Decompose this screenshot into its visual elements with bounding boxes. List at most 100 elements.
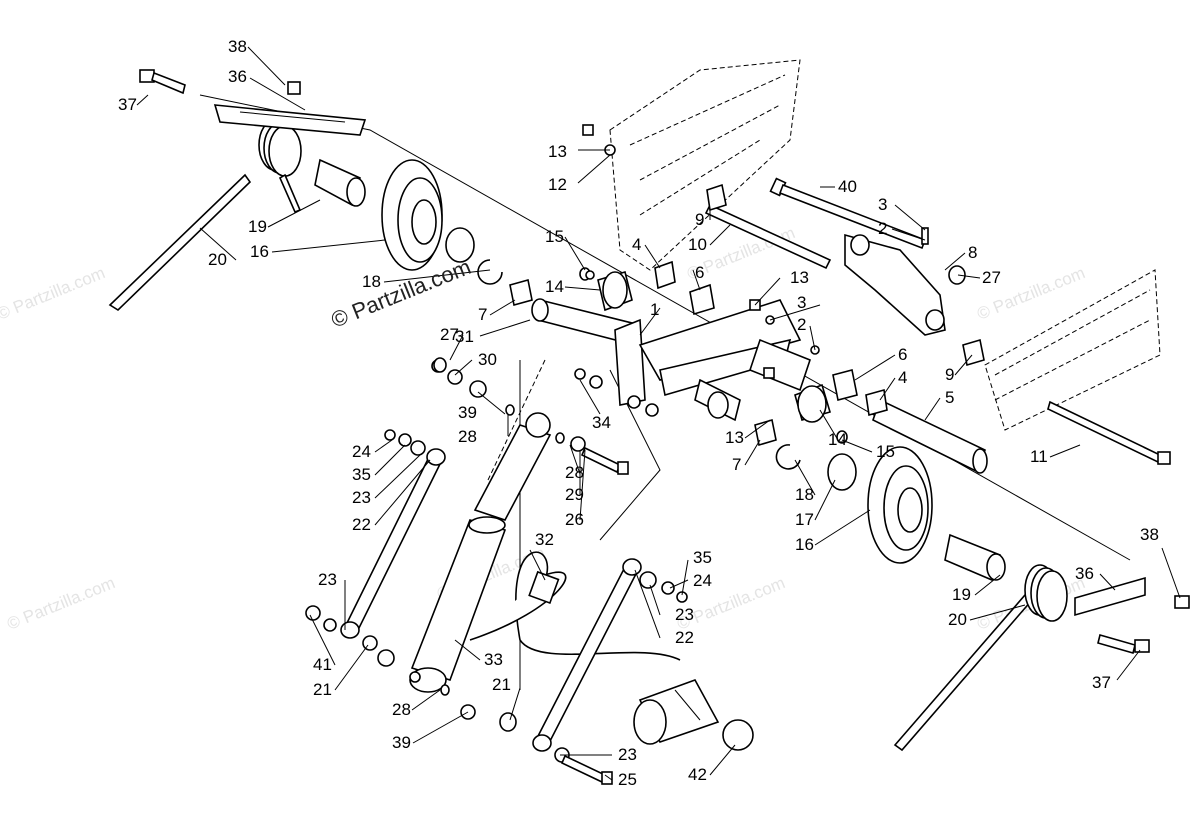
bolt-left-top — [139, 69, 186, 95]
callout-23: 23 — [318, 570, 337, 589]
shock-absorber — [409, 412, 552, 693]
callout-4: 4 — [632, 235, 641, 254]
snap-ring-right — [775, 444, 801, 470]
snap-ring-left — [477, 259, 503, 285]
callout-14: 14 — [545, 277, 564, 296]
reservoir-canister — [633, 679, 720, 745]
callout-13: 13 — [790, 268, 809, 287]
callout-16: 16 — [250, 242, 269, 261]
callout-2: 2 — [797, 315, 806, 334]
callout-22: 22 — [352, 515, 371, 534]
washer-15-bottom — [836, 430, 848, 444]
callout-16: 16 — [795, 535, 814, 554]
callout-18: 18 — [362, 272, 381, 291]
rear-arm-frame — [531, 298, 811, 422]
callout-35: 35 — [693, 548, 712, 567]
nut-left-top — [287, 81, 301, 95]
bumper-top — [597, 270, 633, 312]
callout-7: 7 — [732, 455, 741, 474]
callout-24: 24 — [352, 442, 371, 461]
callout-40: 40 — [838, 177, 857, 196]
bushing-7-top — [509, 278, 533, 307]
callout-6: 6 — [695, 263, 704, 282]
callout-38: 38 — [1140, 525, 1159, 544]
callout-30: 30 — [478, 350, 497, 369]
callout-33: 33 — [484, 650, 503, 669]
callout-2: 2 — [878, 219, 887, 238]
watermark: © Partzilla.com — [4, 573, 117, 634]
sleeve-right — [944, 533, 1006, 582]
sleeve-left — [314, 158, 366, 207]
callout-42: 42 — [688, 765, 707, 784]
callout-26: 26 — [565, 510, 584, 529]
watermark: © Partzilla.com — [674, 573, 787, 634]
callout-21: 21 — [313, 680, 332, 699]
watermark: © Partzilla.com — [0, 263, 108, 324]
callout-3: 3 — [797, 293, 806, 312]
slide-rail-lower — [984, 269, 1161, 431]
callout-labels: 38 36 37 19 16 20 18 27 7 31 30 39 28 24… — [118, 37, 1159, 789]
torsion-spring-left — [108, 119, 302, 312]
callout-25: 25 — [618, 770, 637, 789]
callout-20: 20 — [948, 610, 967, 629]
callout-13: 13 — [548, 142, 567, 161]
nut-right-top — [1174, 595, 1190, 609]
callout-37: 37 — [118, 95, 137, 114]
callout-27: 27 — [982, 268, 1001, 287]
callout-7: 7 — [478, 305, 487, 324]
callout-36: 36 — [228, 67, 247, 86]
callout-36: 36 — [1075, 564, 1094, 583]
bolt-right-bottom — [1097, 634, 1150, 654]
callout-10: 10 — [688, 235, 707, 254]
callout-13: 13 — [725, 428, 744, 447]
screw-3-top — [921, 227, 929, 245]
callout-41: 41 — [313, 655, 332, 674]
bushing-4-top — [654, 260, 676, 290]
link-22-left — [340, 448, 446, 639]
callout-28: 28 — [392, 700, 411, 719]
callout-12: 12 — [548, 175, 567, 194]
callout-9: 9 — [695, 210, 704, 229]
leader-lines — [136, 46, 1181, 781]
reservoir-hose — [469, 551, 681, 661]
callout-31: 31 — [455, 327, 474, 346]
callout-1: 1 — [650, 300, 659, 319]
spring-bracket-left — [213, 104, 367, 136]
shaft-10 — [704, 203, 832, 270]
callout-32: 32 — [535, 530, 554, 549]
torsion-spring-right — [893, 564, 1146, 752]
callout-11: 11 — [1030, 447, 1048, 466]
callout-14: 14 — [828, 430, 847, 449]
bushing-7-bottom — [754, 418, 777, 447]
bushing-6-top — [689, 283, 715, 316]
bolt-11 — [1047, 400, 1171, 465]
callout-28: 28 — [458, 427, 477, 446]
callout-19: 19 — [952, 585, 971, 604]
callout-3: 3 — [878, 195, 887, 214]
callout-17: 17 — [795, 510, 814, 529]
callout-9: 9 — [945, 365, 954, 384]
nut-27-right — [948, 265, 966, 285]
link-22-right — [532, 558, 642, 752]
hose-clamp — [722, 719, 754, 751]
callout-21: 21 — [492, 675, 511, 694]
bushing-9-top — [706, 183, 727, 212]
callout-29: 29 — [565, 485, 584, 504]
callout-8: 8 — [968, 243, 977, 262]
callout-20: 20 — [208, 250, 227, 269]
callout-27: 27 — [440, 325, 459, 344]
callout-23: 23 — [352, 488, 371, 507]
callout-34: 34 — [592, 413, 611, 432]
callout-23: 23 — [618, 745, 637, 764]
slide-rail-upper — [609, 59, 801, 271]
callout-22: 22 — [675, 628, 694, 647]
callout-15: 15 — [545, 227, 564, 246]
bushing-4-bottom — [865, 388, 888, 417]
callout-15: 15 — [876, 442, 895, 461]
callout-39: 39 — [458, 403, 477, 422]
small-hardware — [305, 124, 820, 785]
callout-23: 23 — [675, 605, 694, 624]
callout-6: 6 — [898, 345, 907, 364]
callout-37: 37 — [1092, 673, 1111, 692]
